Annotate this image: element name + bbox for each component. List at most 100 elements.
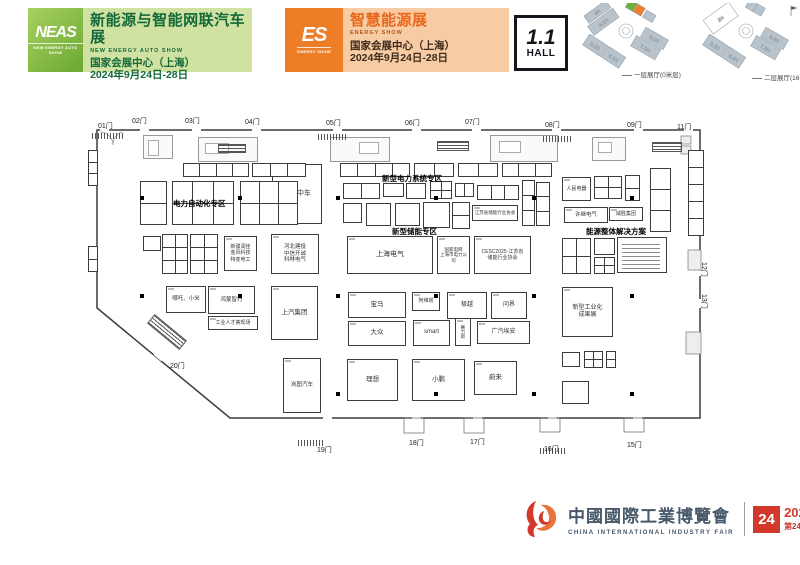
gate-02门: 02门 [132,118,147,125]
booth-cluster [452,202,470,229]
pillar [336,196,340,200]
booth-jsesa: 江苏省储能行业协会 [472,205,518,221]
hall-number: 1.1 [526,26,556,49]
neas-subtitle: NEW ENERGY AUTO SHOW [90,47,184,54]
booth-cluster [140,181,167,225]
booth-cluster [688,150,704,236]
gate-20门: 20门 [170,363,185,370]
booth-cluster [343,183,380,199]
pillar [238,196,242,200]
svg-text:4.1H: 4.1H [598,17,610,28]
es-dates: 2024年9月24日-28日 [350,51,449,64]
booth-nio: 蔚来 [474,361,517,395]
pillar [532,392,536,396]
gate-19门: 19门 [317,447,332,454]
booth-weisheng-group: 威胜集团 [609,207,643,221]
gate-01门: 01门 [98,123,113,130]
pillar [238,294,242,298]
booth-seres: 赛力斯 [455,318,471,346]
booth-cluster [625,175,640,201]
edition-badge: 24 [753,505,781,533]
booth-cluster [458,163,498,177]
gate-16门: 16门 [544,446,559,453]
es-logo-text: ES [301,24,328,47]
booth-cluster [594,176,622,199]
hall-label: HALL [526,48,556,59]
booth-cluster [502,163,552,177]
svg-text:6.2H: 6.2H [727,53,739,64]
booth-cluster [183,163,249,177]
booth-lixiang: 理想 [347,359,398,401]
svg-text:7.2H: 7.2H [759,44,771,55]
zone-label-2: 新型储能专区 [392,227,437,236]
booth-cluster [383,183,404,197]
booth-cluster [143,236,161,251]
booth-bmw: 宝马 [348,292,406,318]
booth-shanghai-electric: 上海电气 [347,236,433,274]
venue-map-level0: 3H 4.1H 5.1H 6.1H 8.1H 7.1H [582,3,669,69]
booth-cluster [162,234,188,274]
gate-15门: 15门 [627,442,642,449]
svg-text:5.2H: 5.2H [708,41,720,52]
booth-cluster [88,150,98,186]
ciif-name-cn: 中國國際工業博覽會 [568,507,730,527]
es-subtitle: ENERGY SHOW [350,30,403,37]
gate-05门: 05门 [326,120,341,127]
booth-sgcc-shanghai: 国家电网 上海市电力公司 [437,236,470,274]
svg-text:6.1H: 6.1H [607,53,619,64]
pillar [434,196,438,200]
booth-cluster [455,183,474,197]
gate-04门: 04门 [245,119,260,126]
svg-text:3H: 3H [593,8,602,17]
booth-xpeng: 小鹏 [412,359,465,401]
booth-cluster [240,181,298,225]
neas-logo: NEAS NEW ENERGY AUTO SHOW [28,8,84,72]
svg-text:2H: 2H [717,15,726,24]
booth-cluster [414,163,454,177]
booth-hebei-group: 河北建投 中信开诚 科林电气 [271,234,319,274]
gate-17门: 17门 [470,439,485,446]
booth-cluster [343,203,362,223]
booth-aito: 问界 [491,292,527,319]
es-title: 智慧能源展 [350,12,428,29]
booth-cluster [522,180,535,226]
gate-12门: 12门 [700,262,707,277]
booth-renmin-electric: 人民电器 [562,177,591,201]
booth-cluster [340,163,410,177]
booth-cluster [562,352,580,367]
booth-smart: smart [413,320,450,346]
neas-logo-text: NEAS [35,23,76,41]
zone-label-3: 能源整体解决方案 [586,227,646,236]
booth-forum-schedule [617,237,667,273]
pillar [140,196,144,200]
booth-cluster [536,182,550,226]
ciif-name-en: CHINA INTERNATIONAL INDUSTRY FAIR [568,529,735,536]
booth-nezha-xiaomi: 哪吒、小米 [166,286,206,313]
booth-xinjiang-group: 新疆润佳 金风科技 特变电工 [224,236,257,271]
gate-09门: 09门 [627,122,642,129]
gate-03门: 03门 [185,118,200,125]
booth-cluster [423,202,450,228]
venue-map-level0-caption: 一层展厅(0米层) [622,69,681,79]
es-venue: 国家会展中心（上海） [350,39,455,52]
ciif-flower-icon [526,501,557,537]
booth-cluster [366,203,391,226]
pillar [336,392,340,396]
booth-cluster [584,351,603,368]
booth-cesc-jiangsu: CESC2025·江苏省 储能行业协会 [474,236,531,274]
svg-text:7.1H: 7.1H [639,44,651,55]
pillar [532,196,536,200]
neas-banner: NEAS NEW ENERGY AUTO SHOW 新能源与智能网联汽车展 NE… [28,8,252,81]
zone-label-0: 电力自动化专区 [173,199,226,208]
pillar [434,294,438,298]
booth-cluster [395,203,420,226]
pillar [630,196,634,200]
booth-vw: 大众 [348,321,406,346]
zone-label-1: 新型电力系统专区 [382,174,442,183]
venue-map-level16: 2H 5.2H 6.2H 8.2H 7.2H [702,3,798,69]
booth-jiyue: 极越 [447,292,487,319]
pillar [336,294,340,298]
booth-hongmeng: 鸿蒙智行 [208,286,255,314]
